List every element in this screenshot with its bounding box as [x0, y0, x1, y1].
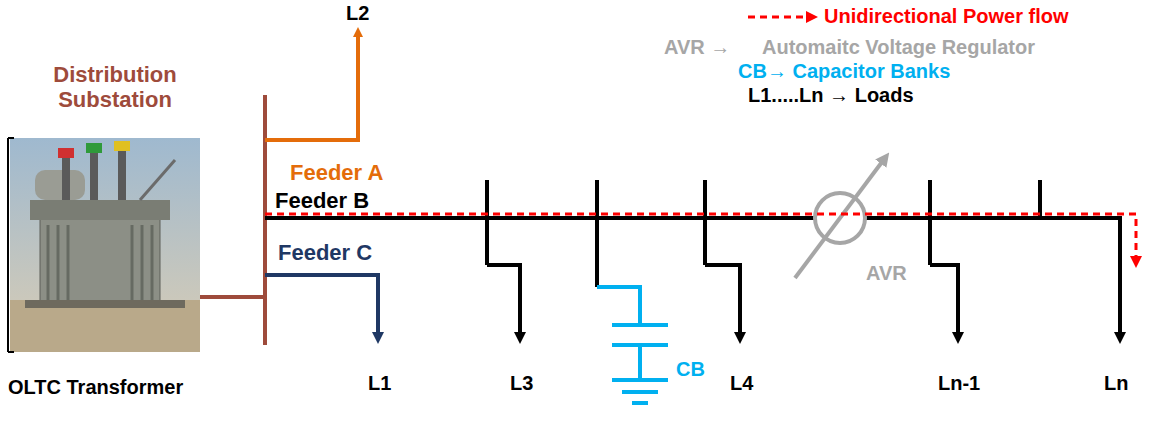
- feeder-b-line: [265, 216, 815, 220]
- substation-link: [200, 295, 265, 299]
- load-label: L2: [346, 2, 369, 25]
- key-text: L1.....Ln → Loads: [748, 84, 914, 107]
- legend-text: Unidirectional Power flow: [824, 5, 1068, 28]
- load-label: L3: [510, 372, 533, 395]
- load-ln-arrow: [1118, 216, 1122, 338]
- key-text: AVR →: [664, 36, 730, 59]
- node-caption: OLTC Transformer: [8, 376, 183, 399]
- load-label: Ln: [1104, 372, 1128, 395]
- feeder-a-line: [265, 32, 358, 140]
- avr-label: AVR: [866, 262, 907, 285]
- feeder-label: Feeder C: [278, 240, 372, 265]
- transformer-photo: [8, 138, 200, 352]
- capacitor-label: CB: [676, 358, 705, 381]
- node-heading: Distribution Substation: [30, 62, 200, 113]
- feeder-c-line: [265, 275, 378, 338]
- key-text: Automaitc Voltage Regulator: [762, 36, 1035, 59]
- load-taps: [487, 180, 1040, 338]
- load-label: L4: [730, 372, 753, 395]
- feeder-label: Feeder B: [275, 188, 369, 213]
- key-text: CB→ Capacitor Banks: [738, 60, 950, 83]
- feeder-b-line: [865, 216, 1120, 220]
- legend-sample: [748, 16, 812, 19]
- avr-symbol: [795, 158, 885, 278]
- load-label: Ln-1: [938, 372, 980, 395]
- capacitor-symbol: [597, 287, 668, 403]
- load-label: L1: [368, 372, 391, 395]
- substation-node: Distribution SubstationOLTC Transformer: [0, 58, 255, 403]
- power-flow-line: [265, 214, 1136, 262]
- feeder-label: Feeder A: [290, 160, 383, 185]
